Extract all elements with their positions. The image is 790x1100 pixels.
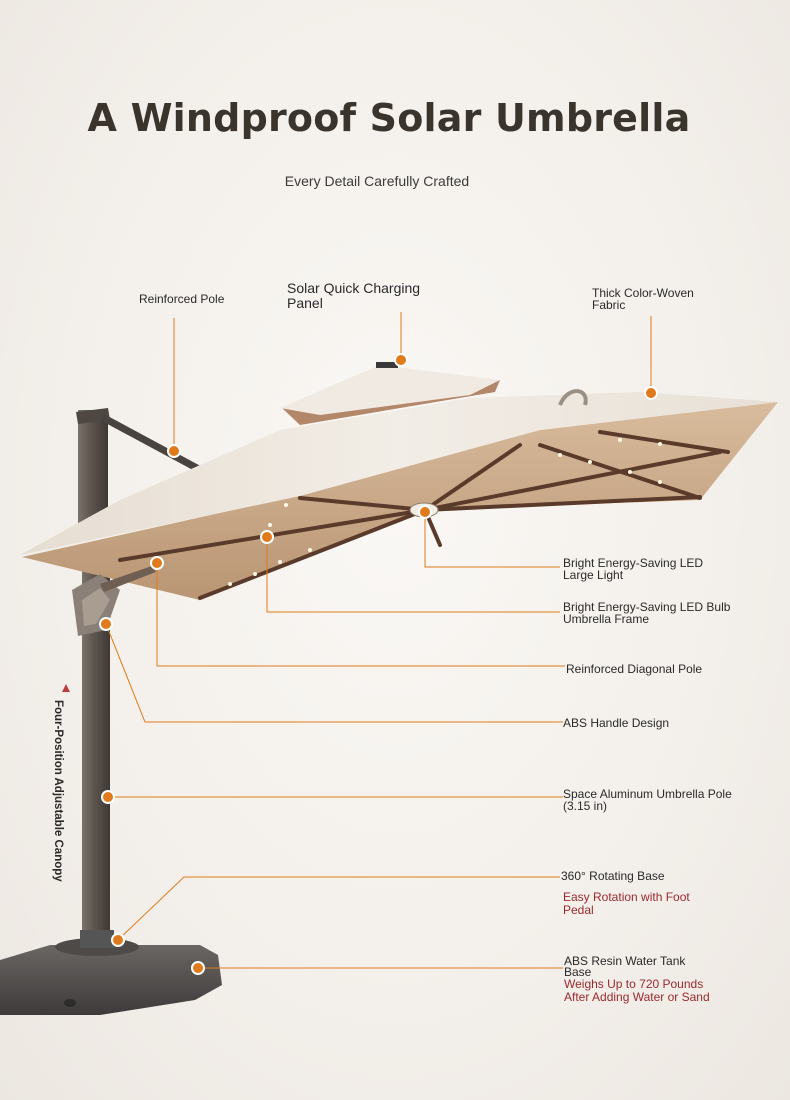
umbrella-pole	[76, 408, 110, 950]
label-text-line-1: Bright Energy-Saving LED	[563, 556, 704, 570]
page-title: A Windproof Solar Umbrella	[87, 96, 691, 140]
note-text-line-1: Weighs Up to 720 Pounds	[564, 977, 704, 991]
label-text-line-1: Thick Color-Woven	[592, 286, 694, 300]
note-text-line-2: After Adding Water or Sand	[564, 990, 710, 1004]
label-text-line-2: Fabric	[592, 298, 626, 312]
label-text-line-1: ABS Resin Water Tank	[564, 954, 686, 968]
label-text-line-1: Solar Quick Charging	[287, 280, 421, 296]
callout-dot-rotating-base	[111, 933, 125, 947]
leader-lines	[105, 312, 652, 969]
callout-dot-reinforced-pole	[167, 444, 181, 458]
label-text-line-2: (3.15 in)	[563, 799, 608, 813]
callout-dot-diagonal-pole	[150, 556, 164, 570]
label-rotating-base: 360° Rotating Base	[561, 870, 665, 882]
canopy-underside	[22, 402, 778, 600]
page-subtitle: Every Detail Carefully Crafted	[284, 173, 470, 189]
callout-dot-solar-panel	[394, 353, 408, 367]
label-text: Reinforced Pole	[139, 292, 225, 306]
callout-dot-fabric	[644, 386, 658, 400]
label-text-line-1: Bright Energy-Saving LED Bulb	[563, 600, 731, 614]
label-text-line-2: Large Light	[563, 568, 624, 582]
label-water-tank-base: ABS Resin Water Tank Base	[564, 954, 686, 979]
arrow-icon	[62, 684, 70, 692]
label-fabric: Thick Color-Woven Fabric	[592, 287, 694, 311]
led-bulbs	[228, 438, 662, 586]
diagonal-brace	[100, 566, 156, 592]
label-abs-handle: ABS Handle Design	[563, 717, 669, 729]
water-tank-base	[0, 930, 222, 1015]
support-arm	[100, 414, 208, 476]
label-text: Reinforced Diagonal Pole	[566, 662, 703, 676]
label-text-line-2: Umbrella Frame	[563, 612, 650, 626]
label-text-line-2: Base	[564, 965, 592, 979]
note-text-line-1: Easy Rotation with Foot	[563, 890, 690, 904]
label-text-line-1: Space Aluminum Umbrella Pole	[563, 787, 732, 801]
label-diagonal-pole: Reinforced Diagonal Pole	[566, 663, 702, 675]
callout-dot-led-frame	[260, 530, 274, 544]
fabric-loop	[558, 389, 588, 406]
label-solar-panel: Solar Quick Charging Panel	[287, 281, 420, 311]
callout-dot-aluminum-pole	[101, 790, 115, 804]
canopy-vent-top	[280, 365, 500, 415]
callout-dot-water-base	[191, 961, 205, 975]
callout-dot-led-light	[418, 505, 432, 519]
side-label-adjustable-canopy: Four-Position Adjustable Canopy	[52, 700, 64, 882]
label-led-light: Bright Energy-Saving LED Large Light	[563, 557, 703, 581]
callout-dot-abs-handle	[99, 617, 113, 631]
solar-panel	[376, 362, 398, 368]
label-text: ABS Handle Design	[563, 716, 670, 730]
label-text: 360° Rotating Base	[561, 869, 665, 883]
note-text-line-2: Pedal	[563, 903, 594, 917]
label-aluminum-pole: Space Aluminum Umbrella Pole (3.15 in)	[563, 788, 732, 812]
note-water-tank-base: Weighs Up to 720 Pounds After Adding Wat…	[564, 978, 710, 1004]
note-rotating-base: Easy Rotation with Foot Pedal	[563, 891, 690, 917]
label-text-line-2: Panel	[287, 295, 323, 311]
label-led-bulb-frame: Bright Energy-Saving LED Bulb Umbrella F…	[563, 601, 730, 625]
canopy-top	[20, 392, 778, 555]
label-reinforced-pole: Reinforced Pole	[139, 293, 224, 305]
